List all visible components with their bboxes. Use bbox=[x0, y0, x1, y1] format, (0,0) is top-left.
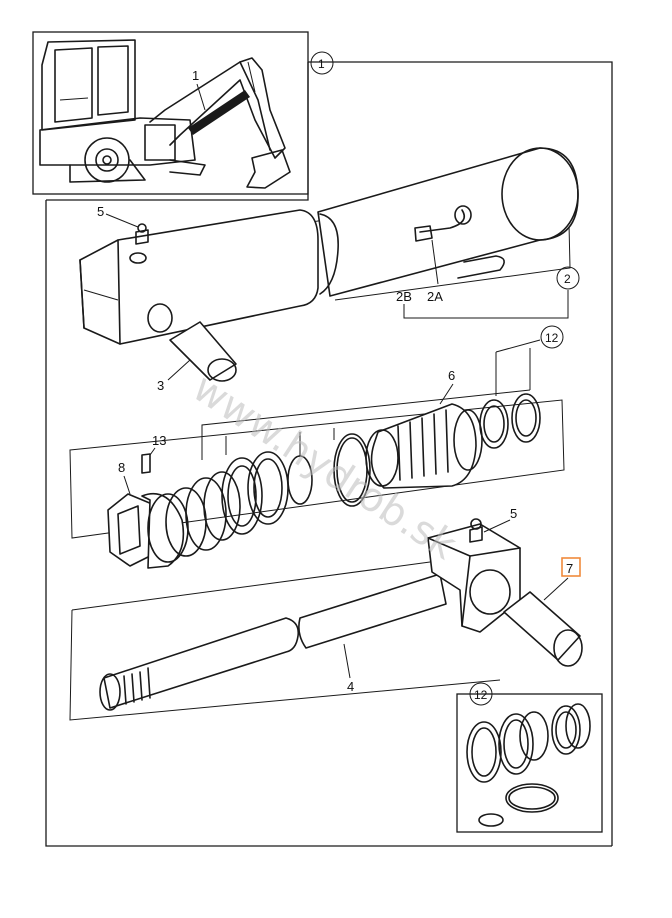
machine-label-1: 1 bbox=[192, 68, 199, 83]
machine-inset-frame bbox=[32, 31, 309, 195]
callout-2-text: 2 bbox=[564, 272, 571, 286]
callout-1-text: 1 bbox=[318, 57, 325, 71]
label-2b: 2B bbox=[396, 289, 412, 304]
label-3: 3 bbox=[157, 378, 164, 393]
callout-2-circle bbox=[556, 266, 580, 290]
assembly-outer-frame-left bbox=[45, 200, 612, 847]
label-7: 7 bbox=[566, 561, 573, 576]
label-2a: 2A bbox=[427, 289, 443, 304]
label-7-highlight bbox=[561, 557, 581, 577]
assembly-top-connector bbox=[46, 62, 309, 201]
callout-12-right-text: 12 bbox=[545, 331, 559, 345]
highlighted-cylinder-bar bbox=[188, 90, 250, 135]
seal-kit-frame bbox=[456, 693, 603, 833]
cylinder-tube-row: 5 3 2A 2B 2 bbox=[79, 147, 580, 393]
label-13: 13 bbox=[152, 433, 166, 448]
label-4: 4 bbox=[347, 679, 354, 694]
callout-12-right-circle bbox=[540, 325, 564, 349]
piston-seal-row: 12 6 13 8 bbox=[69, 325, 565, 569]
label-5-rod: 5 bbox=[510, 506, 517, 521]
piston-rod-row: 5 7 4 bbox=[69, 506, 583, 721]
frame-group: 1 bbox=[32, 31, 613, 847]
assembly-outer-frame bbox=[308, 61, 613, 846]
label-6: 6 bbox=[448, 368, 455, 383]
label-8: 8 bbox=[118, 460, 125, 475]
callout-12-inset-text: 12 bbox=[474, 688, 488, 702]
callout-12-inset-circle bbox=[469, 682, 493, 706]
backhoe-machine: 1 bbox=[39, 39, 291, 189]
callout-1-circle bbox=[310, 51, 334, 75]
label-5-top: 5 bbox=[97, 204, 104, 219]
seal-kit-inset: 12 bbox=[456, 682, 603, 833]
